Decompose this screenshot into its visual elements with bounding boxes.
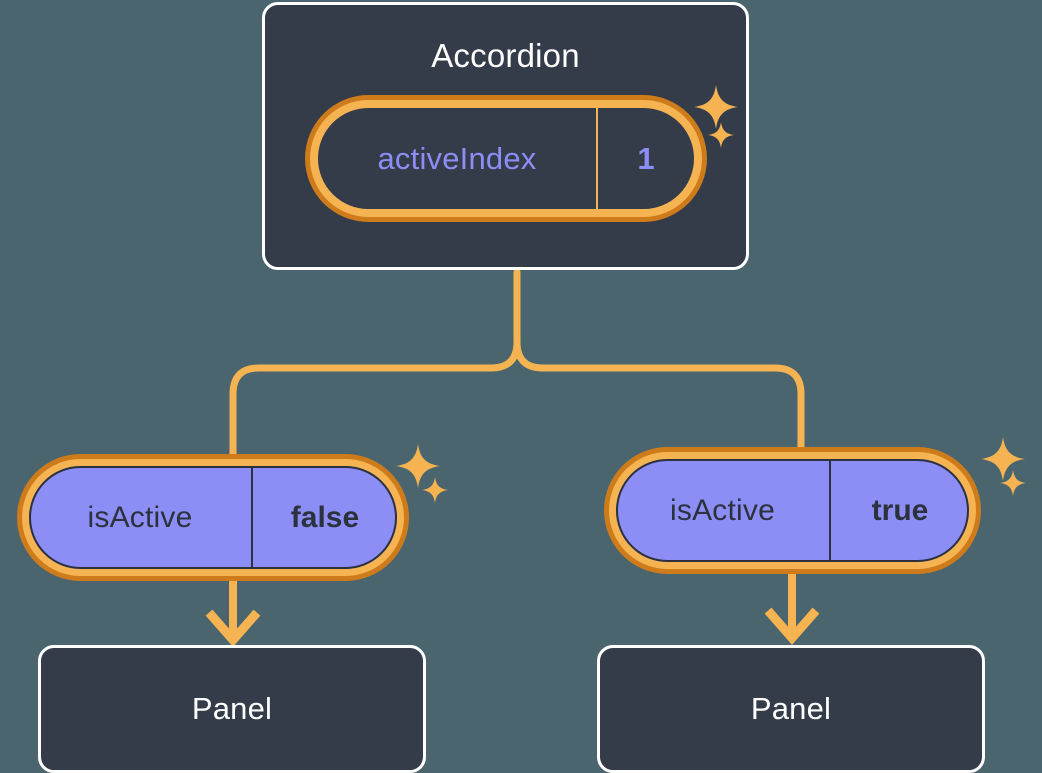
sparkle-small-icon xyxy=(1000,470,1026,496)
sparkle-small-icon xyxy=(422,477,448,503)
connector-branch-right xyxy=(513,338,805,456)
accordion-title: Accordion xyxy=(431,37,580,74)
state-pill-value: 1 xyxy=(596,108,694,209)
sparkle-icon xyxy=(694,85,738,129)
connector-branch-left xyxy=(229,338,521,462)
prop-pill-key: isActive xyxy=(670,493,775,527)
arrow-down-right xyxy=(764,573,820,645)
state-pill-activeindex[interactable]: activeIndex 1 xyxy=(310,100,702,217)
prop-pill-isactive-false[interactable]: isActive false xyxy=(22,459,404,576)
prop-pill-body: isActive true xyxy=(609,452,976,569)
prop-pill-body: isActive false xyxy=(22,459,404,576)
sparkle-icon xyxy=(981,437,1025,481)
panel-title: Panel xyxy=(750,691,832,726)
prop-pill-key: isActive xyxy=(87,500,193,534)
state-pill-key: activeIndex xyxy=(377,140,537,176)
panel-card-right[interactable]: Panel xyxy=(597,645,985,773)
panel-card-left[interactable]: Panel xyxy=(38,645,426,773)
prop-pill-isactive-true[interactable]: isActive true xyxy=(609,452,976,569)
state-pill-body: activeIndex 1 xyxy=(310,100,702,217)
sparkle-small-icon xyxy=(708,122,734,148)
prop-pill-value: true xyxy=(829,459,969,562)
panel-title: Panel xyxy=(191,691,273,726)
arrow-down-left xyxy=(205,580,261,647)
sparkle-icon xyxy=(396,444,440,488)
prop-pill-value: false xyxy=(251,466,397,569)
